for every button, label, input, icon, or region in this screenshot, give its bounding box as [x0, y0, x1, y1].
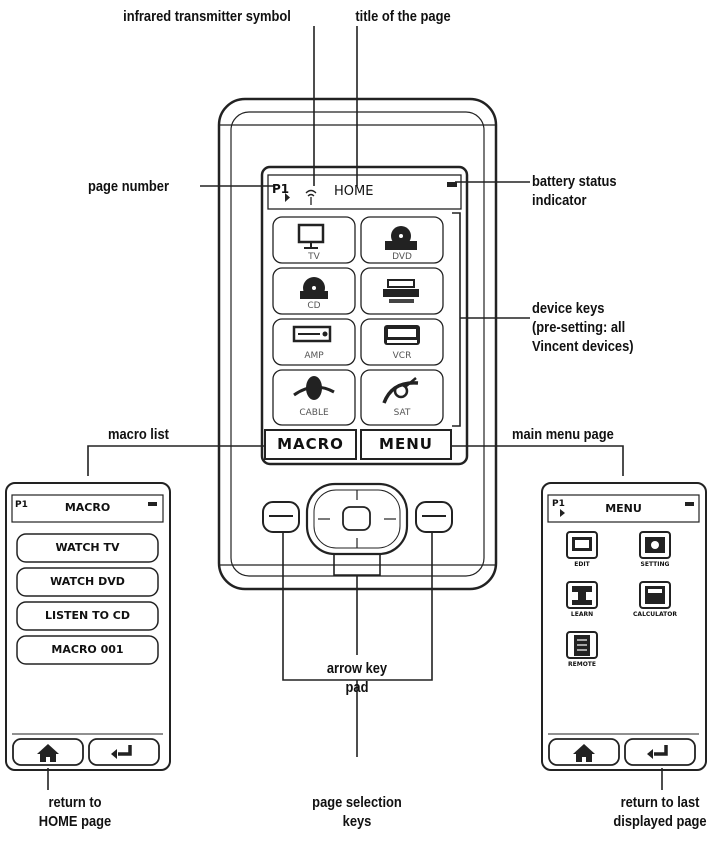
- device-key-sat-label: SAT: [393, 408, 411, 418]
- home-icon: [573, 744, 595, 762]
- macro-item-label: LISTEN TO CD: [45, 609, 130, 622]
- device-key-dvd-label: DVD: [392, 252, 412, 262]
- battery-icon: [447, 182, 457, 187]
- device-key-tv-label: TV: [308, 252, 320, 262]
- menu-page-device: [541, 482, 707, 771]
- vcr-icon: [384, 325, 420, 345]
- edit-icon[interactable]: [566, 531, 598, 559]
- remote-icon[interactable]: [566, 631, 598, 659]
- macro-item-label: WATCH DVD: [50, 575, 125, 588]
- macro-item[interactable]: [16, 567, 159, 597]
- main-screen-header: [267, 174, 462, 210]
- calculator-icon[interactable]: [639, 581, 671, 609]
- menu-page-title: MENU: [605, 502, 642, 515]
- macro-page-header: [11, 494, 164, 523]
- cd-icon: [300, 277, 328, 299]
- menu-item-label: LEARN: [570, 611, 594, 618]
- menu-button-label: MENU: [379, 435, 433, 453]
- callout-page-selection: page selection keys: [312, 794, 402, 830]
- leader-lines: [47, 26, 663, 790]
- macro-item-label: WATCH TV: [55, 541, 120, 554]
- page-arrow-icon: [285, 193, 290, 202]
- callout-title: title of the page: [355, 8, 451, 25]
- sat-icon: [382, 377, 419, 404]
- device-key-vcr-label: VCR: [392, 351, 412, 361]
- menu-item-label: SETTING: [640, 561, 670, 568]
- callout-battery: battery status indicator: [532, 173, 617, 209]
- macro-return-button[interactable]: [88, 738, 160, 766]
- device-key-amp-label: AMP: [304, 351, 324, 361]
- setting-icon[interactable]: [639, 531, 671, 559]
- callout-return-home: return to HOME page: [38, 794, 112, 830]
- callout-page-number: page number: [88, 178, 170, 195]
- menu-item-label: EDIT: [574, 561, 590, 568]
- tv-icon: [297, 223, 325, 249]
- menu-item-label: CALCULATOR: [633, 611, 677, 618]
- callout-arrow-pad: arrow key pad: [326, 660, 388, 696]
- dvd-icon: [385, 226, 417, 250]
- macro-item[interactable]: [16, 601, 159, 631]
- menu-page-header: [547, 494, 700, 523]
- callout-return-last: return to last displayed page: [613, 794, 707, 830]
- menu-item-label: REMOTE: [568, 661, 596, 668]
- device-key-cd-label: CD: [307, 301, 321, 311]
- menu-icons: [566, 531, 671, 659]
- return-icon: [647, 745, 668, 759]
- arrow-key-pad[interactable]: [305, 482, 409, 556]
- callout-infrared: infrared transmitter symbol: [123, 8, 291, 25]
- amp-icon: [292, 325, 332, 343]
- menu-button[interactable]: [360, 429, 452, 460]
- device-key-cable-label: CABLE: [299, 408, 329, 418]
- learn-icon[interactable]: [566, 581, 598, 609]
- home-icon: [37, 744, 59, 762]
- macro-item[interactable]: [16, 533, 159, 563]
- cable-icon: [293, 376, 335, 400]
- callout-macro-list: macro list: [108, 426, 169, 443]
- antenna-icon: [305, 189, 317, 205]
- macro-page-title: MACRO: [64, 501, 111, 514]
- macro-button-label: MACRO: [277, 435, 344, 453]
- main-screen-title: HOME: [334, 184, 374, 199]
- macro-button[interactable]: [264, 429, 357, 460]
- menu-page-number: P1: [552, 499, 565, 509]
- return-icon: [111, 745, 132, 759]
- macro-item-label: MACRO 001: [51, 643, 124, 656]
- macro-item[interactable]: [16, 635, 159, 665]
- callout-main-menu: main menu page: [512, 426, 614, 443]
- callout-device-keys: device keys (pre-setting: all Vincent de…: [532, 300, 634, 355]
- vcr-top-icon: [383, 279, 419, 303]
- menu-return-button[interactable]: [624, 738, 696, 766]
- main-page-number: P1: [272, 182, 290, 196]
- macro-page-number: P1: [15, 500, 28, 510]
